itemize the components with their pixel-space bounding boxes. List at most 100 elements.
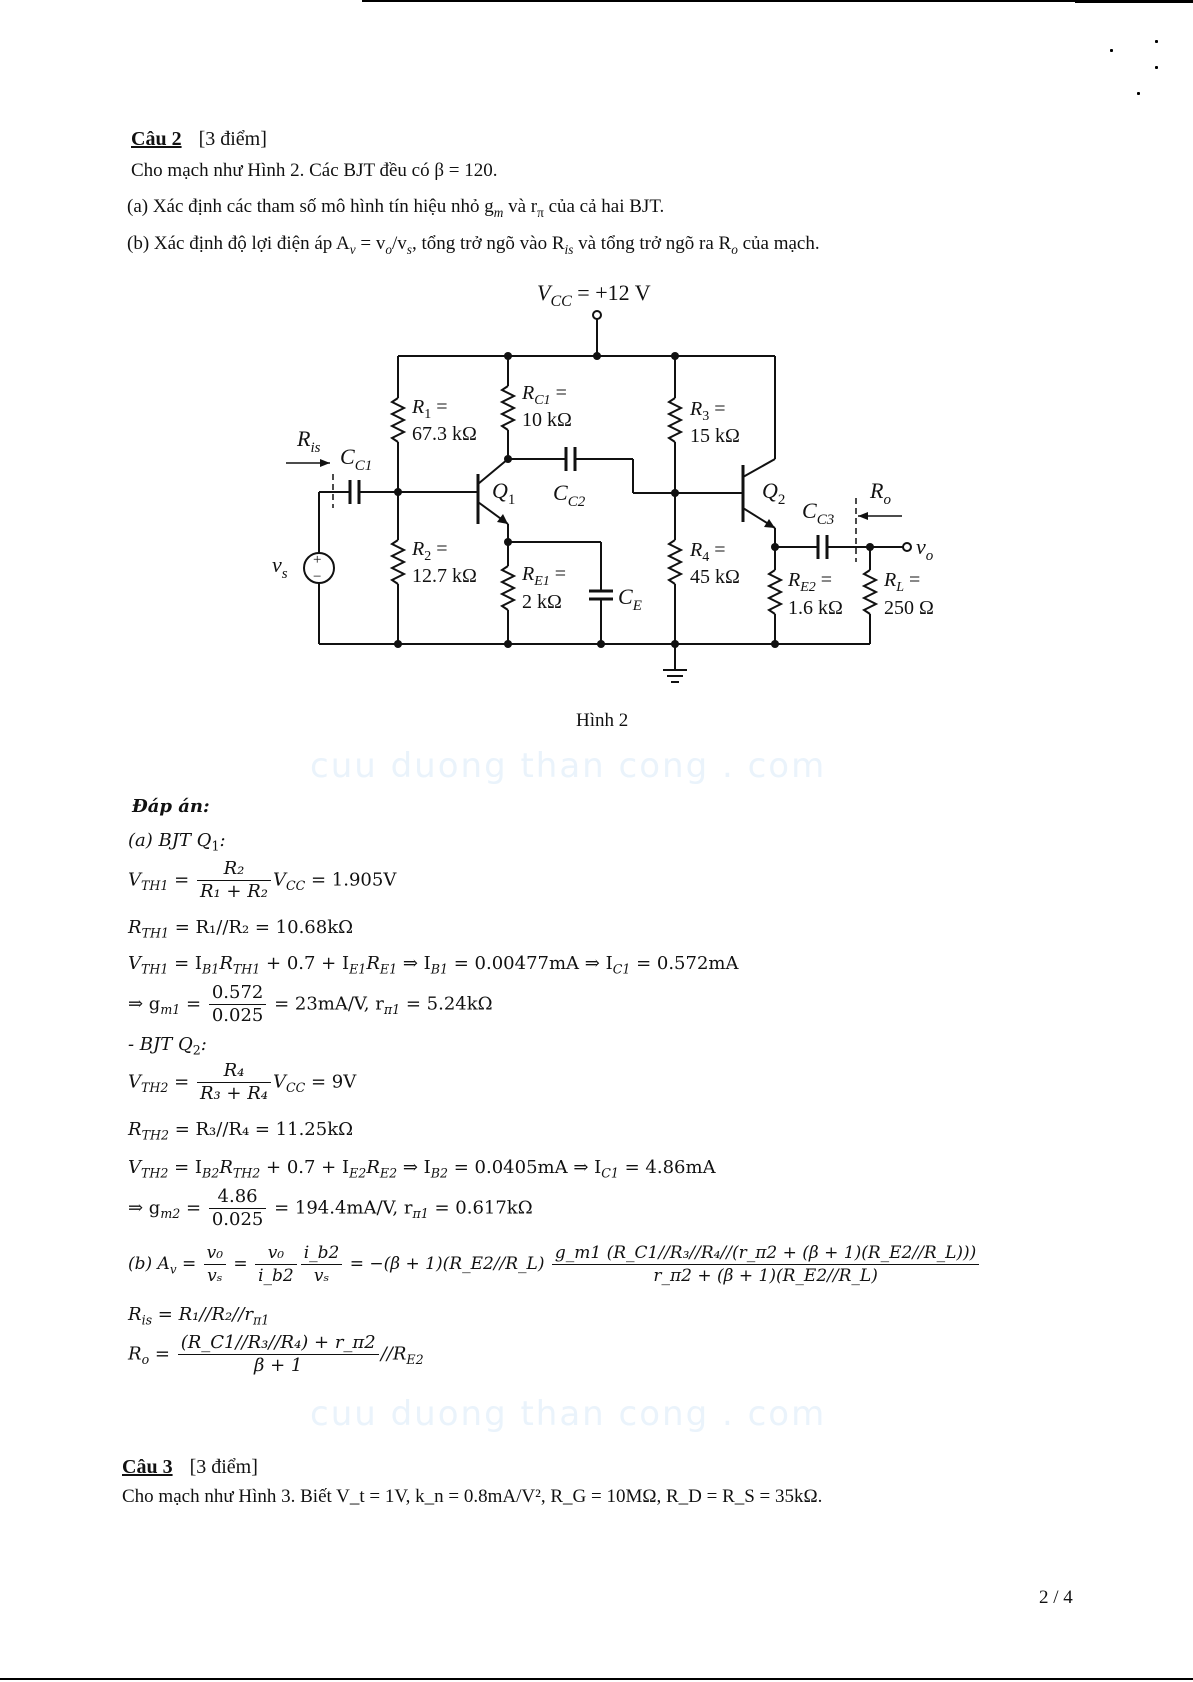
av-big-fraction: g_m1 (R_C1//R₃//R₄//(r_π2 + (β + 1)(R_E2… bbox=[551, 1242, 980, 1287]
figure-caption: Hình 2 bbox=[576, 710, 629, 731]
CC3-label: CC3 bbox=[802, 498, 834, 528]
av-mid: = −(β + 1)(R_E2//R_L) bbox=[344, 1254, 550, 1274]
question-3-text: Cho mạch như Hình 3. Biết V_t = 1V, k_n … bbox=[122, 1486, 823, 1507]
node bbox=[866, 543, 874, 551]
vcc-terminal bbox=[592, 310, 602, 320]
part-a-sub: m bbox=[493, 204, 504, 220]
scan-speck bbox=[1155, 66, 1158, 69]
eq-kvl1: VTH1 = IB1RTH1 + 0.7 + IE1RE1 ⇒ IB1 = 0.… bbox=[128, 953, 738, 977]
kvl1-v-sub: TH1 bbox=[141, 961, 169, 977]
kvl1-e-sub: E1 bbox=[349, 961, 367, 977]
kvl1-r: R bbox=[219, 953, 233, 974]
gm2-eq: = bbox=[180, 1197, 207, 1219]
scan-speck bbox=[1137, 92, 1140, 95]
RE2-label: RE2 = bbox=[787, 569, 832, 595]
ris-rest: = R₁//R₂//r bbox=[152, 1304, 253, 1325]
node bbox=[394, 640, 402, 648]
ro-arrowhead bbox=[858, 512, 868, 520]
watermark: cuu duong than cong . com bbox=[310, 1394, 827, 1434]
kvl2-i: = I bbox=[168, 1157, 203, 1178]
av-pre: (b) A bbox=[128, 1254, 170, 1274]
vth2-denominator: R₃ + R₄ bbox=[199, 1083, 268, 1104]
scan-edge-top bbox=[362, 0, 1193, 2]
scan-speck bbox=[1155, 40, 1158, 43]
ris-sub: is bbox=[141, 1312, 153, 1328]
gm1-denominator: 0.025 bbox=[211, 1005, 264, 1026]
part-b-text-5: và tổng trở ngõ ra R bbox=[573, 233, 732, 254]
gm2-rpi-val: = 0.617kΩ bbox=[428, 1197, 533, 1219]
CE-label: CE bbox=[618, 584, 642, 614]
av-big-den: r_π2 + (β + 1)(R_E2//R_L) bbox=[653, 1266, 878, 1286]
gm2-sub: m2 bbox=[160, 1206, 181, 1222]
part-a-sub2: π bbox=[537, 204, 544, 220]
node bbox=[597, 640, 605, 648]
vth2-lhs: V bbox=[128, 1071, 141, 1093]
eq-kvl2: VTH2 = IB2RTH2 + 0.7 + IE2RE2 ⇒ IB2 = 0.… bbox=[128, 1157, 716, 1181]
part-b-text-1: (b) Xác định độ lợi điện áp A bbox=[127, 233, 350, 254]
part-a-label-sub: 1 bbox=[211, 838, 220, 854]
question-2-intro: Cho mạch như Hình 2. Các BJT đều có β = … bbox=[131, 160, 498, 181]
kvl2-arrow: ⇒ I bbox=[397, 1157, 431, 1178]
av-pre-sub: v bbox=[169, 1262, 177, 1277]
Q2-label: Q2 bbox=[762, 478, 785, 508]
ro-eq: = bbox=[149, 1343, 176, 1365]
RL-value: 250 Ω bbox=[884, 597, 934, 619]
resistor-RL bbox=[861, 569, 879, 615]
ro-tail-sub: E2 bbox=[406, 1352, 424, 1368]
resistor-R2 bbox=[389, 539, 407, 585]
question-2-heading: Câu 2 [3 điểm] bbox=[131, 128, 267, 151]
node bbox=[771, 640, 779, 648]
gm1-rpi-sub: π1 bbox=[383, 1002, 401, 1018]
resistor-R3 bbox=[666, 397, 684, 443]
node bbox=[504, 538, 512, 546]
kvl2-r: R bbox=[219, 1157, 233, 1178]
resistor-R1 bbox=[389, 397, 407, 443]
kvl2-v-sub: TH2 bbox=[141, 1165, 169, 1181]
gm1-sub: m1 bbox=[160, 1002, 181, 1018]
part-b-sub-is: is bbox=[564, 241, 574, 257]
gm1-eq: = bbox=[180, 993, 207, 1015]
node bbox=[671, 352, 679, 360]
question-3-heading: Câu 3 [3 điểm] bbox=[122, 1456, 258, 1479]
question-2-part-b: (b) Xác định độ lợi điện áp Av = vo/vs, … bbox=[127, 233, 820, 258]
scan-edge-bottom bbox=[0, 1678, 1193, 1680]
CC1-label: CC1 bbox=[340, 444, 372, 474]
RE1-label: RE1 = bbox=[521, 563, 566, 589]
node bbox=[504, 455, 512, 463]
vth2-numerator: R₄ bbox=[196, 1060, 271, 1083]
kvl2-ic-sub: C1 bbox=[601, 1165, 619, 1181]
scan-edge-top-thick bbox=[1075, 0, 1193, 3]
ris-lhs: R bbox=[128, 1304, 142, 1325]
node bbox=[671, 489, 679, 497]
part-b-text-2: = v bbox=[355, 233, 386, 254]
q1-emitter-arrow bbox=[497, 514, 508, 524]
kvl1-r-sub: TH1 bbox=[232, 961, 261, 977]
vth2-lhs-sub: TH2 bbox=[141, 1080, 169, 1096]
kvl2-re: R bbox=[366, 1157, 380, 1178]
av-frac-1-num: v₀ bbox=[203, 1242, 227, 1265]
part-b-sub-s: s bbox=[406, 241, 412, 257]
gm1-pre: ⇒ g bbox=[128, 993, 161, 1015]
vth1-lhs-sub: TH1 bbox=[141, 878, 169, 894]
part-a-colon: : bbox=[219, 830, 226, 851]
kvl1-i: = I bbox=[168, 953, 203, 974]
watermark: cuu duong than cong . com bbox=[310, 746, 827, 786]
vo-terminal bbox=[902, 542, 912, 552]
eq-rth1: RTH1 = R₁//R₂ = 10.68kΩ bbox=[128, 917, 353, 941]
vcc-label: VCC = +12 V bbox=[537, 280, 651, 310]
av-eq: = bbox=[176, 1254, 202, 1274]
ro-tail: //R bbox=[380, 1343, 407, 1365]
RE1-value: 2 kΩ bbox=[522, 591, 562, 613]
RL-label: RL = bbox=[883, 569, 920, 595]
circuit-diagram: VCC = +12 V R1 = 67.3 kΩ R2 = 12.7 kΩ RC… bbox=[272, 280, 934, 683]
node bbox=[504, 640, 512, 648]
gm2-numerator: 4.86 bbox=[208, 1186, 267, 1209]
eq-rth2: RTH2 = R₃//R₄ = 11.25kΩ bbox=[128, 1119, 353, 1143]
kvl1-arrow: ⇒ I bbox=[397, 953, 431, 974]
